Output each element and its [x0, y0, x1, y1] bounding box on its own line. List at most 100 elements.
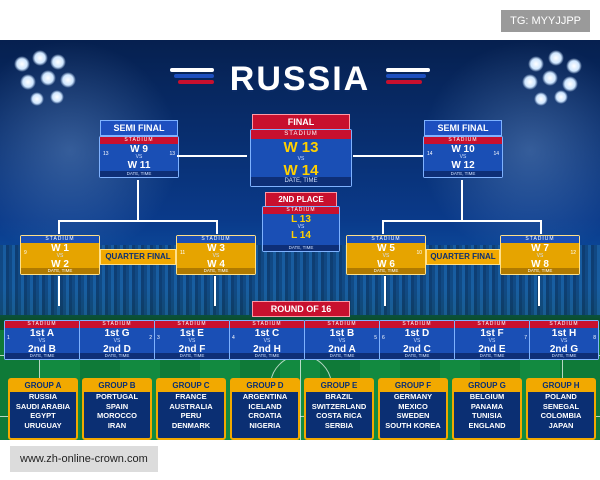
third-place-match: STADIUM L 13 VS L 14 DATE, TIME [262, 206, 340, 252]
group-name: GROUP F [380, 380, 446, 392]
team-name: NIGERIA [249, 420, 281, 430]
stadium-label: STADIUM [155, 321, 229, 328]
match-number: 12 [570, 250, 576, 256]
team-slot: 2nd H [253, 344, 281, 355]
stadium-label: STADIUM [530, 321, 598, 328]
vs-label: VS [488, 338, 496, 344]
team-slot: L 14 [291, 230, 311, 241]
semi-final-match-left: STADIUM W 9 VS W 11 DATE, TIME 13 13 [99, 136, 179, 178]
round-of-16-match: STADIUM 1st F VS 2nd E DATE, TIME 7 [454, 320, 530, 360]
team-name: ENGLAND [468, 420, 506, 430]
date-time-label: DATE, TIME [155, 353, 229, 359]
team-name: PERU [180, 411, 202, 420]
top-badge: TG: MYYJJPP [501, 10, 590, 32]
bracket-connector [461, 180, 463, 220]
team-slot: W 14 [283, 162, 319, 179]
match-number: 14 [493, 151, 499, 157]
team-name: SAUDI ARABIA [15, 401, 71, 411]
stadium-label: STADIUM [305, 321, 379, 328]
round-of-16-match: STADIUM 1st D VS 2nd C DATE, TIME 6 [379, 320, 455, 360]
team-name: SPAIN [105, 401, 129, 411]
group-card: GROUP F GERMANY MEXICO SWEDEN SOUTH KORE… [378, 378, 448, 440]
team-slot: 1st A [29, 328, 55, 339]
team-name: ARGENTINA [242, 392, 288, 401]
team-name: ICELAND [248, 401, 282, 411]
bracket-connector [58, 220, 60, 234]
team-name: URUGUAY [24, 420, 62, 430]
quarter-final-match: STADIUM W 7 VS W 8 DATE, TIME 12 [500, 235, 580, 275]
stadium-label: STADIUM [424, 137, 502, 144]
match-number: 9 [24, 250, 27, 256]
team-slot: 1st D [404, 328, 430, 339]
team-name: IRAN [107, 420, 127, 430]
quarter-final-match: STADIUM W 5 VS W 6 DATE, TIME 10 [346, 235, 426, 275]
team-name: SENEGAL [542, 401, 580, 411]
team-slot: 2nd G [549, 344, 579, 355]
team-slot: W 10 [451, 144, 475, 155]
semi-final-header-right: SEMI FINAL [424, 120, 502, 136]
team-slot: 1st C [254, 328, 280, 339]
bracket-poster: RUSSIA FINAL STADIUM W 13 VS W 14 DATE, … [0, 40, 600, 440]
group-card: GROUP G BELGIUM PANAMA TUNISIA ENGLAND [452, 378, 522, 440]
team-slot: W 6 [377, 259, 395, 270]
group-card: GROUP B PORTUGAL SPAIN MOROCCO IRAN [82, 378, 152, 440]
team-slot: 2nd B [28, 344, 56, 355]
date-time-label: DATE, TIME [455, 353, 529, 359]
vs-label: VS [38, 338, 46, 344]
round-of-16-match: STADIUM 1st E VS 2nd F DATE, TIME 3 [154, 320, 230, 360]
vs-label: VS [560, 338, 568, 344]
team-name: EGYPT [30, 411, 56, 420]
match-number: 5 [374, 335, 377, 341]
bracket-connector [137, 180, 139, 220]
team-slot: W 13 [283, 139, 319, 156]
stadium-label: STADIUM [177, 236, 255, 243]
vs-label: VS [413, 338, 421, 344]
team-slot: W 3 [207, 243, 225, 254]
stadium-label: STADIUM [501, 236, 579, 243]
match-number: 14 [427, 151, 433, 157]
stadium-label: STADIUM [347, 236, 425, 243]
quarter-final-match: STADIUM W 1 VS W 2 DATE, TIME 9 [20, 235, 100, 275]
stadium-label: STADIUM [380, 321, 454, 328]
team-slot: W 1 [51, 243, 69, 254]
vs-label: VS [536, 253, 544, 259]
round-of-16-match: STADIUM 1st B VS 2nd A DATE, TIME 5 [304, 320, 380, 360]
match-number: 3 [157, 335, 160, 341]
team-slot: 2nd A [328, 344, 356, 355]
team-name: PORTUGAL [95, 392, 139, 401]
date-time-label: DATE, TIME [177, 268, 255, 274]
team-name: AUSTRALIA [169, 401, 213, 411]
vs-label: VS [297, 224, 305, 230]
bracket-connector [384, 276, 386, 306]
vs-label: VS [382, 253, 390, 259]
date-time-label: DATE, TIME [501, 268, 579, 274]
stadium-label: STADIUM [263, 207, 339, 214]
poster-title: RUSSIA [229, 60, 371, 98]
group-name: GROUP A [10, 380, 76, 392]
match-number: 10 [416, 250, 422, 256]
bracket-connector [177, 155, 247, 157]
team-slot: W 12 [451, 160, 475, 171]
team-name: COLOMBIA [540, 411, 582, 420]
team-name: SWEDEN [396, 411, 430, 420]
team-slot: 1st B [329, 328, 355, 339]
quarter-final-label-right: QUARTER FINAL [426, 249, 500, 265]
group-card: GROUP E BRAZIL SWITZERLAND COSTA RICA SE… [304, 378, 374, 440]
date-time-label: DATE, TIME [424, 171, 502, 177]
stadium-label: STADIUM [21, 236, 99, 243]
semi-final-header-left: SEMI FINAL [100, 120, 178, 136]
quarter-final-label-left: QUARTER FINAL [100, 249, 176, 265]
round-of-16-match: STADIUM 1st A VS 2nd B DATE, TIME 1 [4, 320, 80, 360]
team-slot: 1st F [480, 328, 504, 339]
match-number: 6 [382, 335, 385, 341]
vs-label: VS [338, 338, 346, 344]
final-header: FINAL [252, 114, 350, 130]
team-name: BRAZIL [325, 392, 353, 401]
stadium-label: STADIUM [5, 321, 79, 328]
team-slot: W 5 [377, 243, 395, 254]
bracket-connector [216, 220, 218, 234]
team-slot: 1st G [104, 328, 130, 339]
team-name: POLAND [545, 392, 577, 401]
team-name: COSTA RICA [316, 411, 362, 420]
stadium-label: STADIUM [251, 130, 351, 139]
